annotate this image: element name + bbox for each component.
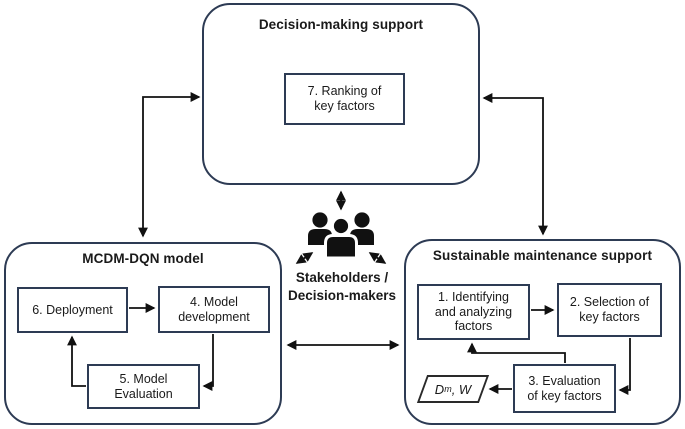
step-2-selection-key-factors: 2. Selection of key factors [557, 283, 662, 337]
step-6-deployment: 6. Deployment [17, 287, 128, 333]
stakeholders-label-line1: Stakeholders / [295, 270, 389, 285]
w-symbol: , W [451, 381, 472, 397]
step-7-ranking-key-factors: 7. Ranking of key factors [284, 73, 405, 125]
mcdm-dqn-model-title: MCDM-DQN model [82, 251, 204, 266]
people-group-icon [308, 212, 374, 258]
edge-top-sustainable [482, 93, 548, 236]
dm-symbol: D [434, 381, 445, 397]
step-4-model-development: 4. Model development [158, 286, 270, 333]
step-5-model-evaluation: 5. Model Evaluation [87, 364, 200, 409]
stakeholders-label: Stakeholders / Decision-makers [256, 269, 428, 304]
sustainable-maintenance-support-title: Sustainable maintenance support [432, 248, 653, 263]
stakeholders-label-line2: Decision-makers [287, 287, 397, 303]
step-1-identifying-analyzing-factors: 1. Identifying and analyzing factors [417, 284, 530, 340]
decision-making-support-box: Decision-making support [202, 3, 480, 185]
decision-making-support-title: Decision-making support [258, 17, 424, 32]
step-3-evaluation-key-factors: 3. Evaluation of key factors [513, 364, 616, 413]
edge-top-mcdm [138, 92, 201, 238]
